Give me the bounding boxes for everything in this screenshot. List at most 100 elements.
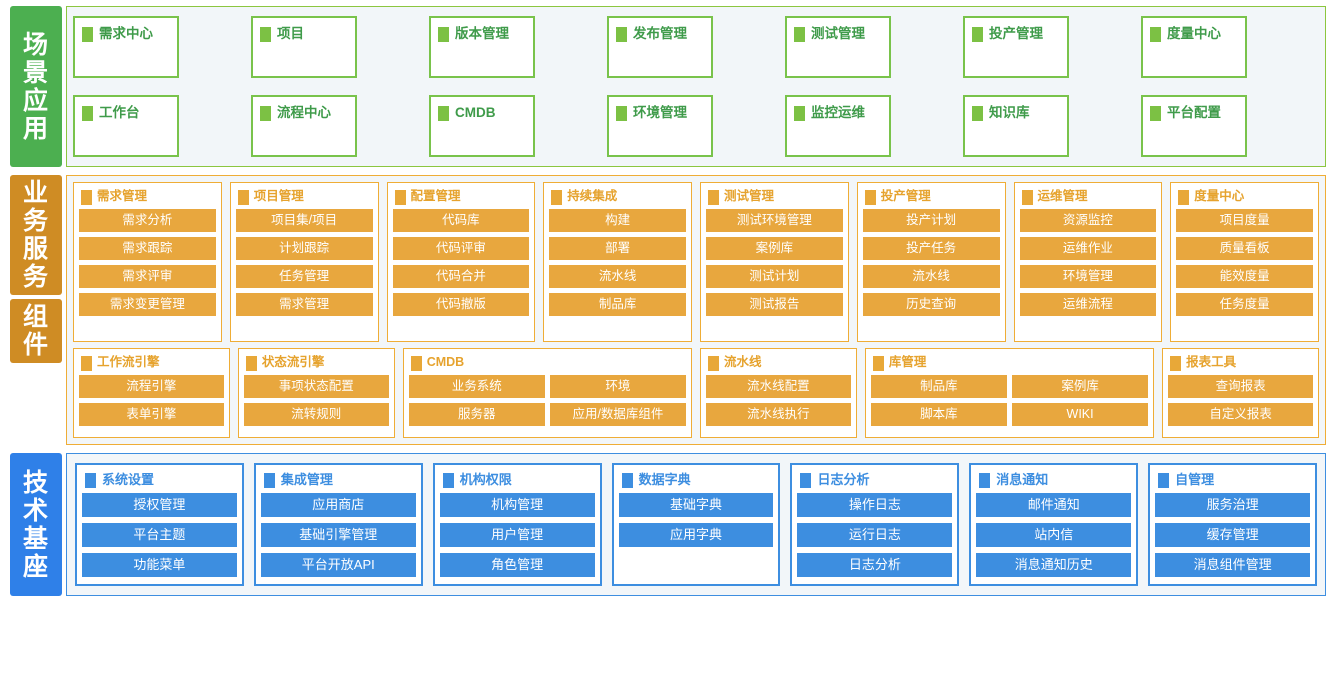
technical-base-card[interactable]: 机构权限机构管理用户管理角色管理: [432, 463, 602, 586]
card-item[interactable]: 邮件通知: [976, 493, 1132, 517]
card-item[interactable]: 需求变更管理: [79, 293, 216, 316]
card-item[interactable]: 流水线: [549, 265, 686, 288]
card-item[interactable]: 消息通知历史: [976, 553, 1132, 577]
card-item[interactable]: 缓存管理: [1155, 523, 1311, 547]
card-item[interactable]: 质量看板: [1176, 237, 1313, 260]
card-item[interactable]: 流水线: [862, 265, 1000, 288]
business-service-card[interactable]: 度量中心项目度量质量看板能效度量任务度量: [1170, 182, 1319, 342]
card-item[interactable]: 测试环境管理: [706, 209, 843, 232]
card-item[interactable]: 运行日志: [797, 523, 953, 547]
card-item[interactable]: 计划跟踪: [235, 237, 373, 260]
scene-app-card[interactable]: 度量中心: [1141, 16, 1247, 78]
card-item[interactable]: 应用字典: [618, 523, 774, 547]
card-item[interactable]: 应用/数据库组件: [549, 403, 686, 426]
scene-app-card[interactable]: 测试管理: [785, 16, 891, 78]
scene-app-card[interactable]: 投产管理: [963, 16, 1069, 78]
card-item[interactable]: 基础字典: [618, 493, 774, 517]
scene-app-card[interactable]: 知识库: [963, 95, 1069, 157]
scene-app-card[interactable]: 环境管理: [607, 95, 713, 157]
card-item[interactable]: 部署: [549, 237, 686, 260]
business-service-card[interactable]: 测试管理测试环境管理案例库测试计划测试报告: [700, 182, 849, 342]
business-service-card[interactable]: 运维管理资源监控运维作业环境管理运维流程: [1013, 182, 1163, 342]
card-item[interactable]: 代码评审: [392, 237, 530, 260]
scene-app-card[interactable]: 版本管理: [429, 16, 535, 78]
card-item[interactable]: 需求分析: [79, 209, 216, 232]
card-item[interactable]: 环境: [549, 375, 686, 398]
scene-app-card[interactable]: 需求中心: [73, 16, 179, 78]
scene-app-card[interactable]: CMDB: [429, 95, 535, 157]
scene-app-card[interactable]: 项目: [251, 16, 357, 78]
card-item[interactable]: 需求管理: [235, 293, 373, 316]
card-item[interactable]: 任务管理: [235, 265, 373, 288]
card-item[interactable]: 脚本库: [870, 403, 1007, 426]
card-item[interactable]: 运维流程: [1019, 293, 1157, 316]
card-item[interactable]: WIKI: [1012, 403, 1149, 426]
card-item[interactable]: 基础引擎管理: [260, 523, 416, 547]
card-item[interactable]: 事项状态配置: [243, 375, 389, 398]
business-service-card[interactable]: 持续集成构建部署流水线制品库: [543, 182, 692, 342]
card-item[interactable]: 代码撤版: [392, 293, 530, 316]
card-item[interactable]: 代码合并: [392, 265, 530, 288]
card-item[interactable]: 机构管理: [439, 493, 595, 517]
card-item[interactable]: 制品库: [549, 293, 686, 316]
card-item[interactable]: 任务度量: [1176, 293, 1313, 316]
business-service-card[interactable]: 配置管理代码库代码评审代码合并代码撤版: [386, 182, 536, 342]
card-item[interactable]: 操作日志: [797, 493, 953, 517]
business-service-card[interactable]: 项目管理项目集/项目计划跟踪任务管理需求管理: [229, 182, 379, 342]
card-item[interactable]: 案例库: [1012, 375, 1149, 398]
card-item[interactable]: 资源监控: [1019, 209, 1157, 232]
card-item[interactable]: 项目度量: [1176, 209, 1313, 232]
card-item[interactable]: 需求评审: [79, 265, 216, 288]
card-item[interactable]: 表单引擎: [79, 403, 224, 426]
card-item[interactable]: 应用商店: [260, 493, 416, 517]
card-item[interactable]: 投产计划: [862, 209, 1000, 232]
card-item[interactable]: 流程引擎: [79, 375, 224, 398]
card-item[interactable]: 角色管理: [439, 553, 595, 577]
card-item[interactable]: 运维作业: [1019, 237, 1157, 260]
component-card[interactable]: 流水线流水线配置流水线执行: [700, 348, 857, 438]
technical-base-card[interactable]: 自管理服务治理缓存管理消息组件管理: [1148, 463, 1318, 586]
card-item[interactable]: 投产任务: [862, 237, 1000, 260]
card-item[interactable]: 平台开放API: [260, 553, 416, 577]
card-item[interactable]: 业务系统: [408, 375, 545, 398]
card-item[interactable]: 用户管理: [439, 523, 595, 547]
card-item[interactable]: 构建: [549, 209, 686, 232]
card-item[interactable]: 代码库: [392, 209, 530, 232]
card-item[interactable]: 测试计划: [706, 265, 843, 288]
component-card[interactable]: 状态流引擎事项状态配置流转规则: [237, 348, 395, 438]
scene-app-card[interactable]: 发布管理: [607, 16, 713, 78]
card-item[interactable]: 历史查询: [862, 293, 1000, 316]
technical-base-card[interactable]: 数据字典基础字典应用字典: [611, 463, 781, 586]
card-item[interactable]: 环境管理: [1019, 265, 1157, 288]
technical-base-card[interactable]: 集成管理应用商店基础引擎管理平台开放API: [253, 463, 423, 586]
scene-app-card[interactable]: 监控运维: [785, 95, 891, 157]
card-item[interactable]: 流水线配置: [706, 375, 851, 398]
business-service-card[interactable]: 需求管理需求分析需求跟踪需求评审需求变更管理: [73, 182, 222, 342]
component-card[interactable]: 工作流引擎流程引擎表单引擎: [73, 348, 230, 438]
card-item[interactable]: 需求跟踪: [79, 237, 216, 260]
card-item[interactable]: 平台主题: [82, 523, 237, 547]
scene-app-card[interactable]: 流程中心: [251, 95, 357, 157]
card-item[interactable]: 查询报表: [1168, 375, 1313, 398]
card-item[interactable]: 服务治理: [1155, 493, 1311, 517]
card-item[interactable]: 项目集/项目: [235, 209, 373, 232]
card-item[interactable]: 制品库: [870, 375, 1007, 398]
card-item[interactable]: 站内信: [976, 523, 1132, 547]
card-item[interactable]: 服务器: [408, 403, 545, 426]
scene-app-card[interactable]: 平台配置: [1141, 95, 1247, 157]
card-item[interactable]: 流转规则: [243, 403, 389, 426]
card-item[interactable]: 授权管理: [82, 493, 237, 517]
card-item[interactable]: 测试报告: [706, 293, 843, 316]
scene-app-card[interactable]: 工作台: [73, 95, 179, 157]
technical-base-card[interactable]: 消息通知邮件通知站内信消息通知历史: [969, 463, 1139, 586]
card-item[interactable]: 案例库: [706, 237, 843, 260]
component-card[interactable]: 报表工具查询报表自定义报表: [1162, 348, 1319, 438]
card-item[interactable]: 功能菜单: [82, 553, 237, 577]
business-service-card[interactable]: 投产管理投产计划投产任务流水线历史查询: [856, 182, 1006, 342]
card-item[interactable]: 能效度量: [1176, 265, 1313, 288]
card-item[interactable]: 消息组件管理: [1155, 553, 1311, 577]
technical-base-card[interactable]: 日志分析操作日志运行日志日志分析: [790, 463, 960, 586]
card-item[interactable]: 流水线执行: [706, 403, 851, 426]
